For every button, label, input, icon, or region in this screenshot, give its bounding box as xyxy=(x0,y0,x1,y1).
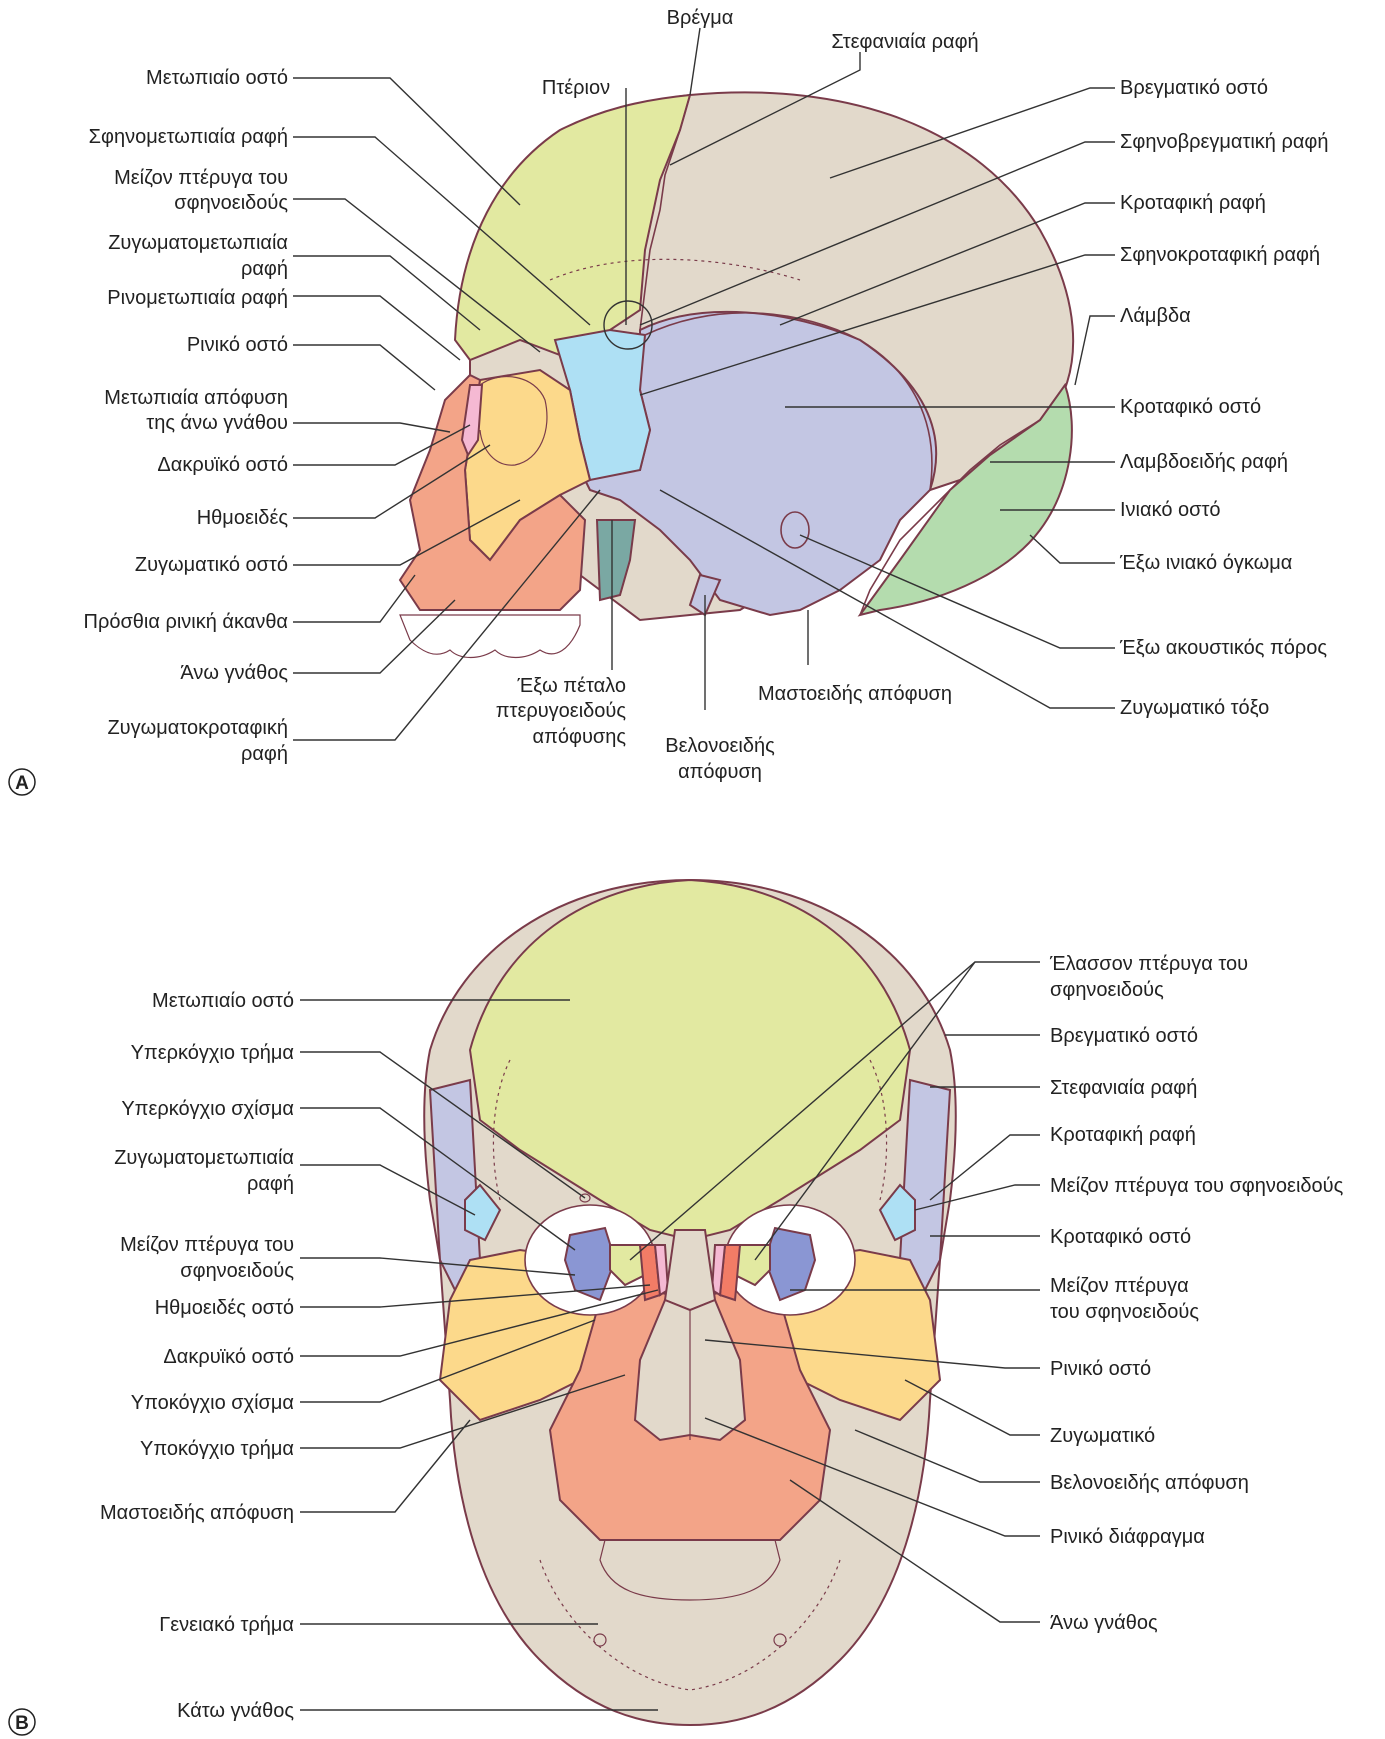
label-a-temporal-bone: Κροταφικό οστό xyxy=(1120,396,1261,418)
label-b-greater-wing-orbit-2: του σφηνοειδούς xyxy=(1050,1301,1199,1323)
label-a-zygomaticotemporal-2: ραφή xyxy=(241,743,288,765)
label-b-styloid-process: Βελονοειδής απόφυση xyxy=(1050,1472,1249,1494)
label-a-occipital-bone: Ινιακό οστό xyxy=(1120,499,1221,521)
label-b-infraorbital-fissure: Υποκόγχιο σχίσμα xyxy=(131,1392,294,1414)
panel-b-letter: B xyxy=(15,1713,29,1734)
label-a-anterior-nasal-spine: Πρόσθια ρινική άκανθα xyxy=(84,611,288,633)
panel-a-letter: A xyxy=(15,773,29,794)
label-b-lacrimal-bone: Δακρυϊκό οστό xyxy=(163,1346,294,1368)
label-b-parietal-bone: Βρεγματικό οστό xyxy=(1050,1025,1198,1047)
label-a-lateral-pterygoid-3: απόφυσης xyxy=(533,726,627,748)
label-b-zygomaticofrontal-2: ραφή xyxy=(247,1173,294,1195)
label-a-lacrimal-bone: Δακρυϊκό οστό xyxy=(157,454,288,476)
label-a-coronal-suture: Στεφανιαία ραφή xyxy=(831,31,978,53)
label-b-supraorbital-foramen: Υπερκόγχιο τρήμα xyxy=(131,1042,294,1064)
label-b-mastoid-process: Μαστοειδής απόφυση xyxy=(100,1502,294,1524)
label-a-nasal-bone: Ρινικό οστό xyxy=(187,334,288,356)
label-b-zygomaticofrontal-1: Ζυγωματομετωπιαία xyxy=(114,1147,294,1169)
label-a-zygomatic-arch: Ζυγωματικό τόξο xyxy=(1120,697,1269,719)
label-a-zygomaticofrontal-1: Ζυγωματομετωπιαία xyxy=(108,232,288,254)
label-b-frontal-bone: Μετωπιαίο οστό xyxy=(152,990,294,1012)
label-b-coronal-suture: Στεφανιαία ραφή xyxy=(1050,1077,1197,1099)
label-a-lateral-pterygoid-1: Έξω πέταλο xyxy=(516,675,626,697)
upper-teeth-shape xyxy=(400,615,580,658)
lateral-skull-view xyxy=(400,92,1073,657)
label-a-lambda: Λάμβδα xyxy=(1120,305,1191,327)
label-b-greater-wing-orbit-1: Μείζον πτέρυγα xyxy=(1050,1275,1189,1297)
label-a-parietal-bone: Βρεγματικό οστό xyxy=(1120,77,1268,99)
label-a-lateral-pterygoid-2: πτερυγοειδούς xyxy=(496,700,627,722)
label-a-greater-wing-2: σφηνοειδούς xyxy=(174,192,288,214)
label-a-sphenofrontal-suture: Σφηνομετωπιαία ραφή xyxy=(89,126,288,148)
label-a-frontal-process-2: της άνω γνάθου xyxy=(146,412,288,434)
label-b-greater-wing-right: Μείζον πτέρυγα του σφηνοειδούς xyxy=(1050,1175,1344,1197)
label-a-lambdoid-suture: Λαμβδοειδής ραφή xyxy=(1120,451,1288,473)
label-b-temporal-bone: Κροταφικό οστό xyxy=(1050,1226,1191,1248)
label-a-frontal-process-1: Μετωπιαία απόφυση xyxy=(104,387,288,409)
label-a-zygomatic-bone: Ζυγωματικό οστό xyxy=(135,554,288,576)
label-a-mastoid-process: Μαστοειδής απόφυση xyxy=(758,683,952,705)
panel-a-letter-badge: A xyxy=(9,769,35,795)
label-b-zygomatic: Ζυγωματικό xyxy=(1050,1425,1155,1447)
label-b-ethmoid-bone: Ηθμοειδές οστό xyxy=(155,1297,294,1319)
label-a-greater-wing-1: Μείζον πτέρυγα του xyxy=(114,167,288,189)
label-b-squamous-suture: Κροταφική ραφή xyxy=(1050,1124,1196,1146)
nasal-bone-front-shape xyxy=(665,1230,715,1310)
label-a-ethmoid: Ηθμοειδές xyxy=(197,507,289,529)
label-a-external-acoustic-meatus: Έξω ακουστικός πόρος xyxy=(1119,637,1327,659)
label-b-mandible: Κάτω γνάθος xyxy=(177,1700,294,1722)
label-b-lesser-wing-1: Έλασσον πτέρυγα του xyxy=(1049,953,1248,975)
label-b-lesser-wing-2: σφηνοειδούς xyxy=(1050,979,1164,1001)
label-a-squamous-suture: Κροταφική ραφή xyxy=(1120,192,1266,214)
label-b-maxilla: Άνω γνάθος xyxy=(1050,1612,1158,1634)
label-a-external-occipital-protuberance: Έξω ινιακό όγκωμα xyxy=(1119,552,1292,574)
frontal-skull-view xyxy=(424,880,956,1725)
panel-b-letter-badge: B xyxy=(9,1709,35,1735)
label-b-nasal-bone: Ρινικό οστό xyxy=(1050,1358,1151,1380)
label-a-styloid-2: απόφυση xyxy=(678,761,762,783)
label-b-supraorbital-notch: Υπερκόγχιο σχίσμα xyxy=(121,1098,294,1120)
label-a-styloid-1: Βελονοειδής xyxy=(665,735,775,757)
label-b-greater-wing-left-2: σφηνοειδούς xyxy=(180,1260,294,1282)
label-a-bregma: Βρέγμα xyxy=(667,7,734,29)
label-a-maxilla: Άνω γνάθος xyxy=(180,662,288,684)
label-b-nasal-septum: Ρινικό διάφραγμα xyxy=(1050,1526,1205,1548)
label-a-zygomaticotemporal-1: Ζυγωματοκροταφική xyxy=(107,717,288,739)
label-b-infraorbital-foramen: Υποκόγχιο τρήμα xyxy=(140,1438,294,1460)
label-a-frontonasal-suture: Ρινομετωπιαία ραφή xyxy=(107,287,288,309)
label-b-greater-wing-left-1: Μείζον πτέρυγα του xyxy=(120,1234,294,1256)
label-a-zygomaticofrontal-2: ραφή xyxy=(241,258,288,280)
label-b-mental-foramen: Γενειακό τρήμα xyxy=(159,1614,294,1636)
label-a-pterion: Πτέριον xyxy=(542,77,610,99)
label-a-frontal-bone: Μετωπιαίο οστό xyxy=(146,67,288,89)
label-a-sphenosquamous-suture: Σφηνοκροταφική ραφή xyxy=(1120,244,1320,266)
label-a-sphenoparietal-suture: Σφηνοβρεγματική ραφή xyxy=(1120,131,1329,153)
